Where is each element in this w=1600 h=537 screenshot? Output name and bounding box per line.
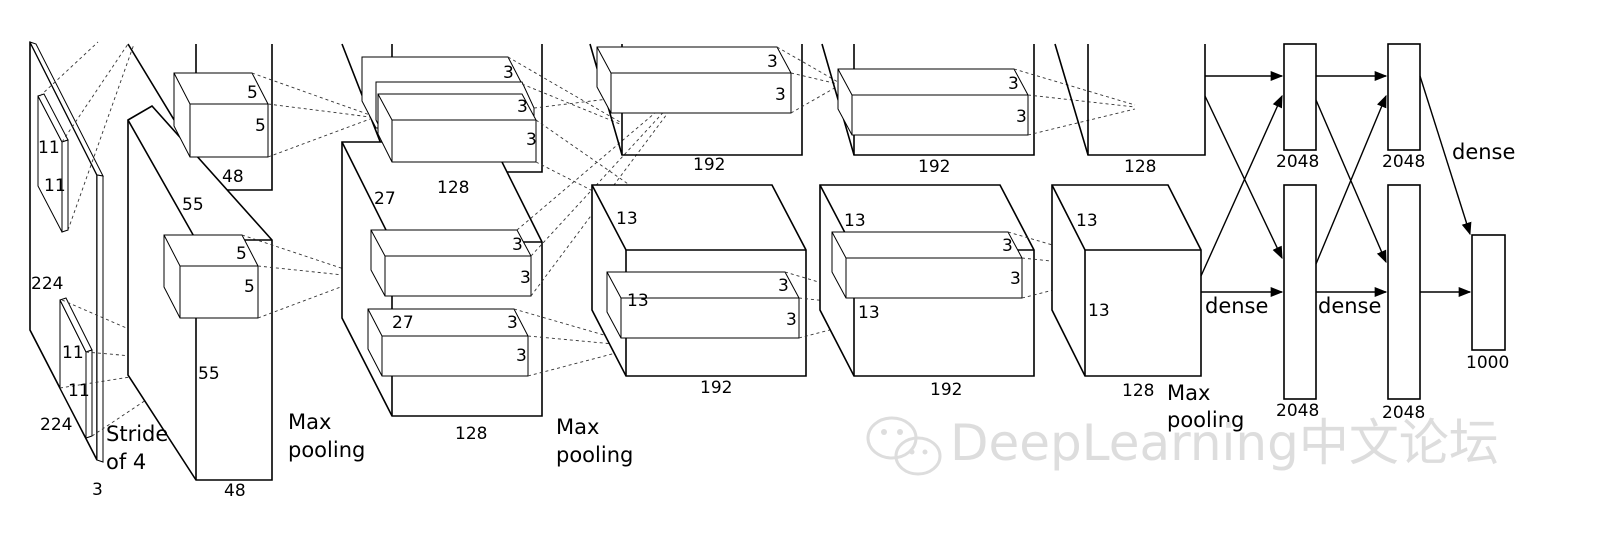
conv3-depth-label: 192	[693, 155, 725, 175]
input-volume	[29, 41, 104, 463]
dense-label: dense	[1318, 294, 1381, 318]
fc2-top-rect	[1387, 43, 1421, 151]
conv1-depth-label: 48	[224, 481, 246, 501]
dense-label: dense	[1452, 140, 1515, 164]
fc-arrows	[1200, 70, 1472, 298]
kernel-size-label: 5	[247, 83, 258, 103]
conv2-size-label: 27	[374, 189, 396, 209]
kernel-size-label: 5	[255, 116, 266, 136]
output-size-label: 1000	[1466, 353, 1509, 373]
kernel-size-label: 3	[503, 63, 514, 83]
fc-size-label: 2048	[1382, 403, 1425, 423]
kernel-size-label: 3	[507, 313, 518, 333]
maxpool-label: Max	[1167, 381, 1210, 405]
stride-label: of 4	[106, 450, 146, 474]
watermark-text: DeepLearning中文论坛	[950, 414, 1499, 472]
kernel-size-label: 3	[1002, 236, 1013, 256]
fc1-bottom-rect	[1283, 184, 1317, 400]
conv2-depth-label: 128	[437, 178, 469, 198]
maxpool-label: pooling	[288, 438, 365, 462]
kernel-size-label: 3	[520, 268, 531, 288]
conv4-depth-label: 192	[930, 380, 962, 400]
conv1-size-label: 55	[198, 364, 220, 384]
fc1-top-rect	[1283, 43, 1317, 151]
conv4-volume	[819, 43, 1035, 377]
kernel-size-label: 3	[517, 97, 528, 117]
fc-size-label: 2048	[1276, 152, 1319, 172]
conv5-size-label: 13	[1076, 211, 1098, 231]
kernel-size-label: 3	[516, 346, 527, 366]
output-rect	[1471, 234, 1506, 351]
conv3-depth-label: 192	[700, 378, 732, 398]
conv3-size-label: 13	[627, 291, 649, 311]
kernel-size-label: 3	[1008, 74, 1019, 94]
conv4-size-label: 13	[858, 303, 880, 323]
input-size-label: 224	[40, 415, 72, 435]
kernel-size-label: 11	[38, 138, 60, 158]
maxpool-label: pooling	[1167, 408, 1244, 432]
kernel-size-label: 3	[786, 310, 797, 330]
stride-label: Stride	[106, 422, 168, 446]
conv3-size-label: 13	[616, 209, 638, 229]
maxpool-label: Max	[556, 415, 599, 439]
input-depth-label: 3	[92, 480, 103, 500]
conv4-size-label: 13	[844, 211, 866, 231]
kernel-size-label: 3	[512, 235, 523, 255]
kernel-size-label: 3	[1010, 269, 1021, 289]
conv2-volume	[341, 43, 543, 417]
kernel-size-label: 3	[526, 130, 537, 150]
watermark: DeepLearning中文论坛	[866, 414, 1499, 476]
maxpool-label: Max	[288, 410, 331, 434]
conv2-size-label: 27	[392, 313, 414, 333]
conv1-size-label: 55	[182, 195, 204, 215]
conv1-depth-label: 48	[222, 167, 244, 187]
conv2-depth-label: 128	[455, 424, 487, 444]
kernel-size-label: 3	[767, 52, 778, 72]
kernel-size-label: 5	[236, 244, 247, 264]
kernel-size-label: 5	[244, 277, 255, 297]
maxpool-label: pooling	[556, 443, 633, 467]
input-size-label: 224	[31, 274, 63, 294]
kernel-size-label: 11	[68, 381, 90, 401]
fc-layers	[1283, 43, 1506, 400]
labels: 224 224 3 11 11 11 11 Stride of 4 55 55 …	[31, 52, 1515, 501]
kernel-size-label: 11	[44, 176, 66, 196]
fc-size-label: 2048	[1276, 401, 1319, 421]
conv1-volume	[127, 43, 273, 481]
kernel-size-label: 3	[778, 276, 789, 296]
kernel-size-label: 3	[1016, 107, 1027, 127]
kernel-size-label: 11	[62, 343, 84, 363]
kernel-size-label: 3	[775, 85, 786, 105]
dense-label: dense	[1205, 294, 1268, 318]
wechat-icon	[866, 416, 942, 476]
fc2-bottom-rect	[1387, 184, 1421, 400]
conv5-volume	[1051, 43, 1206, 377]
conv5-size-label: 13	[1088, 301, 1110, 321]
conv4-depth-label: 192	[918, 157, 950, 177]
conv5-depth-label: 128	[1122, 381, 1154, 401]
fc-size-label: 2048	[1382, 152, 1425, 172]
conv5-depth-label: 128	[1124, 157, 1156, 177]
conv3-volume	[589, 43, 807, 377]
